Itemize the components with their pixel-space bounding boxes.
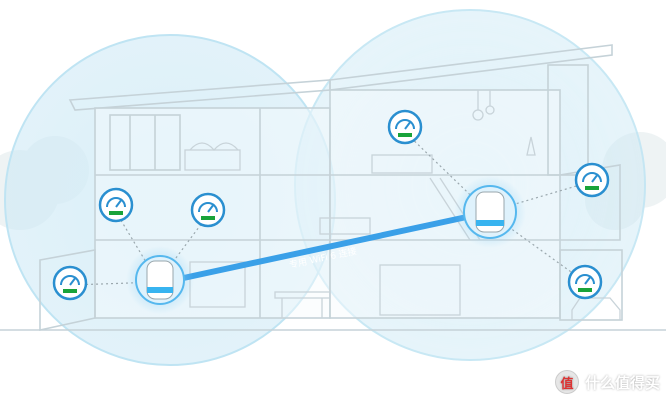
speed-gauge-icon bbox=[52, 265, 88, 301]
speed-gauge-icon bbox=[387, 109, 423, 145]
watermark: 值 什么值得买 bbox=[554, 370, 660, 394]
watermark-text: 什么值得买 bbox=[584, 373, 660, 392]
speed-gauge-icon bbox=[190, 192, 226, 228]
router-left bbox=[126, 246, 194, 314]
speed-gauge-icon bbox=[574, 162, 610, 198]
router-right bbox=[454, 176, 526, 248]
speed-gauge-icons bbox=[52, 109, 610, 301]
speed-gauge-icon bbox=[567, 264, 603, 300]
speed-gauge-icon bbox=[98, 187, 134, 223]
wifi6-backhaul-link bbox=[162, 209, 493, 285]
watermark-logo-icon: 值 bbox=[554, 370, 579, 394]
